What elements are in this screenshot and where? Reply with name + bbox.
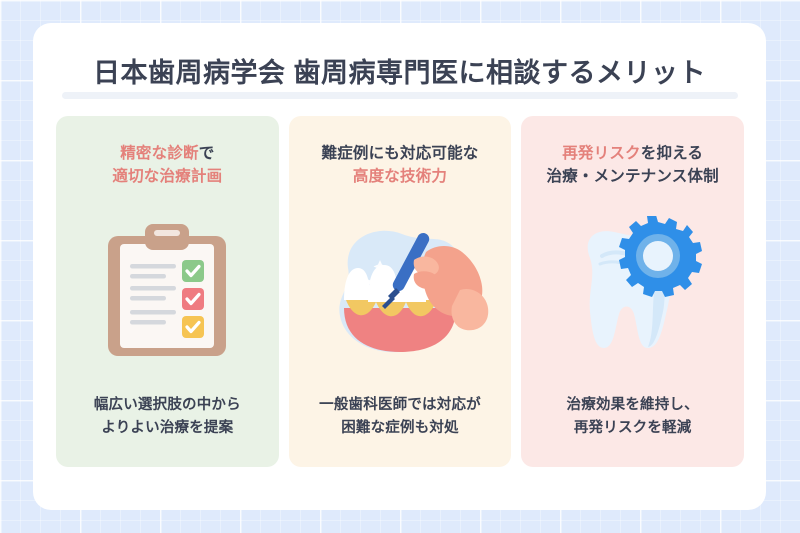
card-heading-accent-1: 精密な診断 [120,145,199,162]
card-caption: 一般歯科医師では対応が 困難な症例も対処 [319,394,481,439]
card-caption-line-2: 困難な症例も対処 [341,419,459,436]
card-illustration-container [521,189,744,395]
card-caption-line-2: 再発リスクを軽減 [573,419,692,436]
card-heading: 再発リスクを抑える 治療・メンテナンス体制 [546,142,718,189]
clipboard-checklist-icon [108,224,227,357]
content-panel: 日本歯周病学会 歯周病専門医に相談するメリット 精密な診断で 適切な治療計画 [33,23,766,510]
card-heading-plain-1: 難症例にも対応可能な [321,145,479,162]
tooth-gear-icon [587,216,702,349]
card-heading: 難症例にも対応可能な 高度な技術力 [322,142,479,189]
card-heading-plain-1: で [198,145,215,162]
card-caption: 治療効果を維持し、 再発リスクを軽減 [567,394,699,439]
card-illustration-container [56,189,279,395]
card-caption-line-2: よりよい治療を提案 [101,419,234,436]
card-caption: 幅広い選択肢の中から よりよい治療を提案 [94,394,241,439]
dental-scaling-hand-icon [339,231,489,353]
card-heading-accent-2: 高度な技術力 [352,168,448,186]
card-caption-line-1: 治療効果を維持し、 [566,397,699,414]
page-title: 日本歯周病学会 歯周病専門医に相談するメリット [92,58,706,88]
benefit-card-advanced-technique: 難症例にも対応可能な 高度な技術力 [288,116,512,467]
card-heading-accent-2: 適切な治療計画 [112,168,223,186]
card-heading: 精密な診断で 適切な治療計画 [112,142,222,189]
card-heading-plain-1: を抑える [640,145,704,162]
card-illustration-container [289,189,512,395]
card-caption-line-1: 幅広い選択肢の中から [93,397,241,414]
page-title-container: 日本歯周病学会 歯周病専門医に相談するメリット [33,57,766,100]
benefit-card-list: 精密な診断で 適切な治療計画 [56,116,745,467]
card-caption-line-1: 一般歯科医師では対応が [319,397,481,414]
card-heading-plain-2: 治療・メンテナンス体制 [546,168,719,186]
card-heading-accent-1: 再発リスク [562,145,641,162]
title-underline [61,92,738,100]
benefit-card-precise-diagnosis: 精密な診断で 適切な治療計画 [56,116,279,467]
benefit-card-relapse-prevention: 再発リスクを抑える 治療・メンテナンス体制 [521,116,745,467]
